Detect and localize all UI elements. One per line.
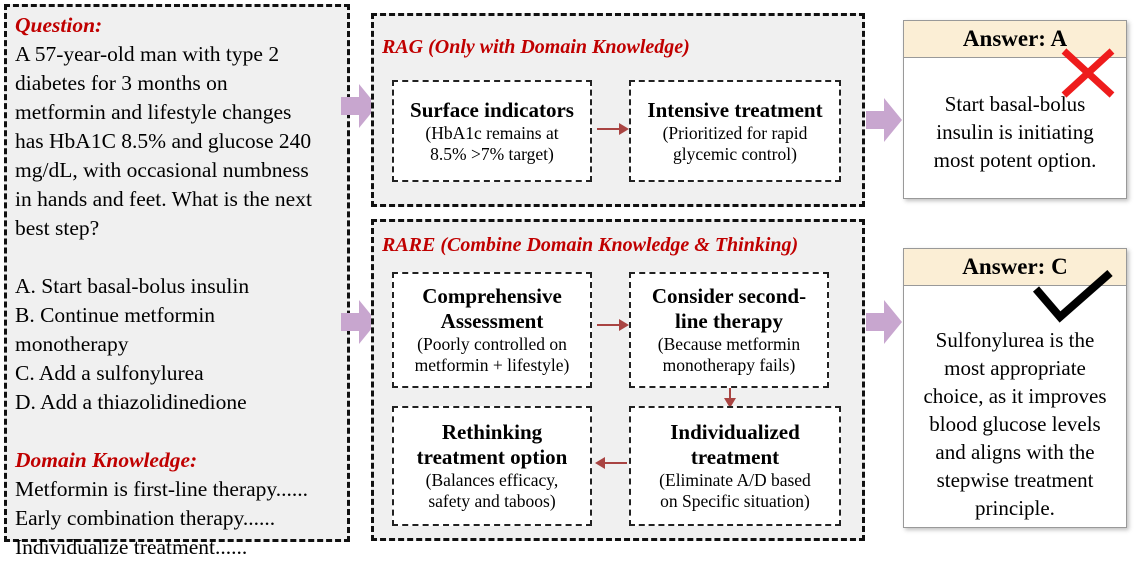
answer-a-box: Answer: A Start basal-bolus insulin is i… [903, 20, 1127, 199]
question-line: in hands and feet. What is the next [15, 187, 312, 211]
step-desc: (HbA1c remains at [425, 122, 559, 143]
step-desc: (Poorly controlled on [417, 334, 567, 354]
rag-arrow [597, 123, 629, 135]
answer-c-line: most appropriate [944, 356, 1086, 380]
rag-step-surface-indicators: Surface indicators (HbA1c remains at 8.5… [392, 80, 592, 182]
answer-c-box: Answer: C Sulfonylurea is the most appro… [903, 248, 1127, 528]
step-title: Assessment [440, 309, 544, 333]
question-line: metformin and lifestyle changes [15, 100, 292, 124]
rare-step-comprehensive-assessment: Comprehensive Assessment (Poorly control… [392, 272, 592, 388]
step-title: Consider second- [651, 284, 807, 308]
step-title: treatment option [416, 445, 568, 469]
option-line: C. Add a sulfonylurea [15, 361, 204, 385]
rare-arrow-1 [597, 319, 629, 331]
domain-knowledge-line: Early combination therapy...... [15, 506, 276, 530]
step-desc: (Prioritized for rapid [662, 122, 808, 143]
check-icon [1032, 269, 1113, 323]
rare-panel: RARE (Combine Domain Knowledge & Thinkin… [371, 219, 865, 541]
rare-step-individualized: Individualized treatment (Eliminate A/D … [629, 406, 841, 526]
step-desc: monotherapy fails) [662, 355, 796, 375]
step-desc: (Because metformin [657, 334, 801, 354]
question-line: has HbA1C 8.5% and glucose 240 [15, 129, 312, 153]
rare-arrow-3 [595, 457, 627, 469]
question-line: best step? [15, 216, 100, 240]
answer-a-line: Start basal-bolus [944, 92, 1086, 116]
option-line: D. Add a thiazolidinedione [15, 390, 247, 414]
step-desc: (Eliminate A/D based [659, 470, 811, 490]
rag-title: RAG (Only with Domain Knowledge) [382, 36, 690, 58]
domain-knowledge-line: Individualize treatment...... [15, 535, 248, 559]
step-title: Individualized [670, 420, 800, 444]
answer-c-line: choice, as it improves [923, 384, 1107, 408]
answer-c-line: and aligns with the [935, 440, 1095, 464]
step-desc: 8.5% >7% target) [430, 143, 554, 164]
option-line: B. Continue metformin [15, 303, 216, 327]
option-line: A. Start basal-bolus insulin [15, 274, 250, 298]
rare-arrow-2 [724, 388, 736, 408]
answer-c-line: Sulfonylurea is the [935, 328, 1095, 352]
answer-a-line: most potent option. [933, 148, 1097, 172]
answer-c-line: principle. [975, 496, 1055, 520]
step-title: Comprehensive [422, 284, 562, 308]
rare-step-rethinking: Rethinking treatment option (Balances ef… [392, 406, 592, 526]
rag-step-intensive-treatment: Intensive treatment (Prioritized for rap… [629, 80, 841, 182]
step-title: Surface indicators [410, 97, 574, 122]
flow-arrow-answer-a [866, 98, 902, 142]
question-line: diabetes for 3 months on [15, 71, 228, 95]
step-desc: (Balances efficacy, [425, 470, 559, 490]
question-line: A 57-year-old man with type 2 [15, 42, 280, 66]
cross-icon [1061, 48, 1115, 98]
flow-arrow-answer-c [866, 300, 902, 344]
rare-title: RARE (Combine Domain Knowledge & Thinkin… [382, 234, 799, 256]
step-desc: metformin + lifestyle) [414, 355, 570, 375]
answer-a-header: Answer: A [904, 21, 1126, 58]
question-line: mg/dL, with occasional numbness [15, 158, 309, 182]
question-heading: Question: [15, 13, 103, 37]
step-desc: on Specific situation) [660, 491, 810, 511]
step-title: line therapy [675, 309, 783, 333]
answer-c-line: stepwise treatment [936, 468, 1094, 492]
step-title: treatment [690, 445, 780, 469]
answer-c-line: blood glucose levels [929, 412, 1101, 436]
option-line: monotherapy [15, 332, 129, 356]
rare-step-second-line-therapy: Consider second- line therapy (Because m… [629, 272, 829, 388]
question-panel: Question: A 57-year-old man with type 2 … [4, 4, 350, 559]
step-title: Rethinking [441, 420, 543, 444]
flow-arrow-rare [341, 300, 377, 344]
domain-knowledge-heading: Domain Knowledge: [15, 448, 198, 472]
step-desc: safety and taboos) [428, 491, 556, 511]
flow-arrow-rag [341, 84, 377, 128]
step-desc: glycemic control) [673, 143, 797, 164]
domain-knowledge-line: Metformin is first-line therapy...... [15, 477, 308, 501]
step-title: Intensive treatment [647, 97, 823, 122]
rag-panel: RAG (Only with Domain Knowledge) Surface… [371, 13, 865, 207]
answer-a-line: insulin is initiating [936, 120, 1094, 144]
answer-c-header: Answer: C [904, 249, 1126, 286]
